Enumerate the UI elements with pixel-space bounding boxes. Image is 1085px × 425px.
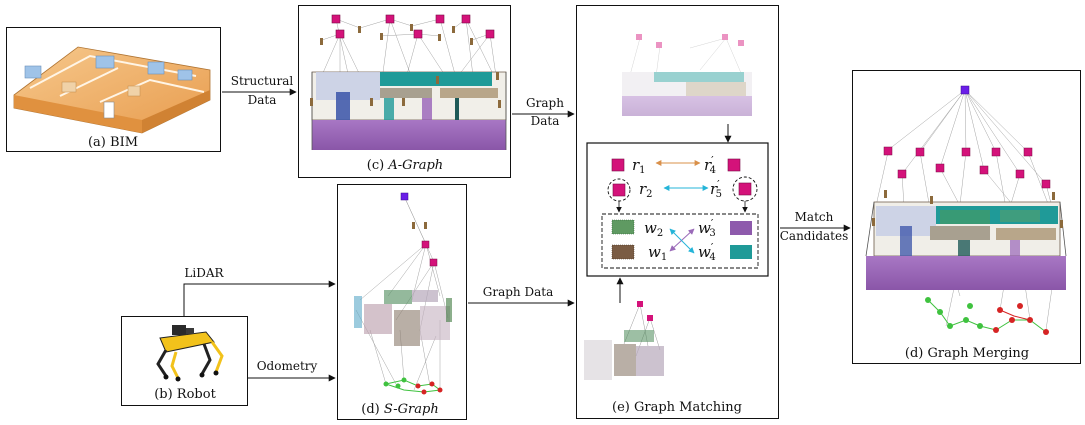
wall-w1-texture (612, 245, 634, 259)
agraph-caption-prefix: (c) (367, 158, 389, 173)
room-node-r2-icon (612, 183, 626, 197)
r4p-label: r′4 (704, 154, 716, 176)
matching-caption: (e) Graph Matching (612, 400, 742, 415)
wall-w2-texture (612, 220, 634, 234)
room-node-r4-icon (727, 158, 741, 172)
wall-w4-swatch (730, 245, 752, 259)
arrow-label-match: Match (795, 210, 834, 224)
room-node-r1-icon (611, 158, 625, 172)
wall-w3-swatch (730, 221, 752, 235)
arrow-robot-lidar (183, 280, 336, 316)
r1-label: r1 (632, 156, 646, 176)
robot-caption: (b) Robot (154, 387, 216, 402)
matching-top-illustration (622, 34, 752, 116)
sgraph-caption-name: S-Graph (384, 402, 439, 417)
w4p-label: w′4 (698, 241, 716, 263)
robot-illustration (156, 325, 224, 382)
room-node-r5-icon (738, 182, 752, 196)
arrow-label-lidar: LiDAR (184, 266, 224, 280)
match-link-w2-w4 (669, 228, 695, 254)
w2-label: w2 (644, 219, 663, 239)
sgraph-caption: (d) S-Graph (361, 402, 438, 417)
agraph-illustration (310, 14, 507, 150)
arrow-label-structural: Structural (231, 74, 294, 88)
arrow-label-candidates: Candidates (780, 229, 849, 243)
w1-label: w1 (648, 243, 667, 263)
arrow-label-odometry: Odometry (257, 359, 318, 373)
matching-room-row-1: r1 r′4 (611, 154, 741, 176)
matching-wall-rows: w2 w′3 w1 w′4 (611, 217, 752, 263)
merging-caption: (d) Graph Merging (905, 346, 1029, 361)
bim-caption: (a) BIM (88, 135, 138, 150)
wall-match-box (601, 213, 759, 269)
arrow-label-graph-data-s: Graph Data (483, 285, 553, 299)
r5-selection-circle (732, 176, 758, 202)
r2-label: r2 (639, 180, 653, 200)
arrow-label-graph: Graph (526, 96, 564, 110)
w3p-label: w′3 (698, 217, 716, 239)
bim-model-illustration (13, 46, 211, 134)
arrow-label-graph-data: Data (531, 114, 560, 128)
sgraph-illustration (354, 192, 452, 395)
agraph-caption-name: A-Graph (387, 158, 443, 173)
arrow-label-structural-data: Data (248, 93, 277, 107)
sgraph-caption-prefix: (d) (361, 402, 384, 417)
matching-room-row-2: r2 r′5 (607, 176, 758, 213)
r5p-label: r′5 (710, 178, 722, 200)
merging-illustration (865, 85, 1067, 335)
agraph-caption: (c) A-Graph (367, 158, 443, 173)
matching-bottom-illustration (584, 301, 664, 380)
